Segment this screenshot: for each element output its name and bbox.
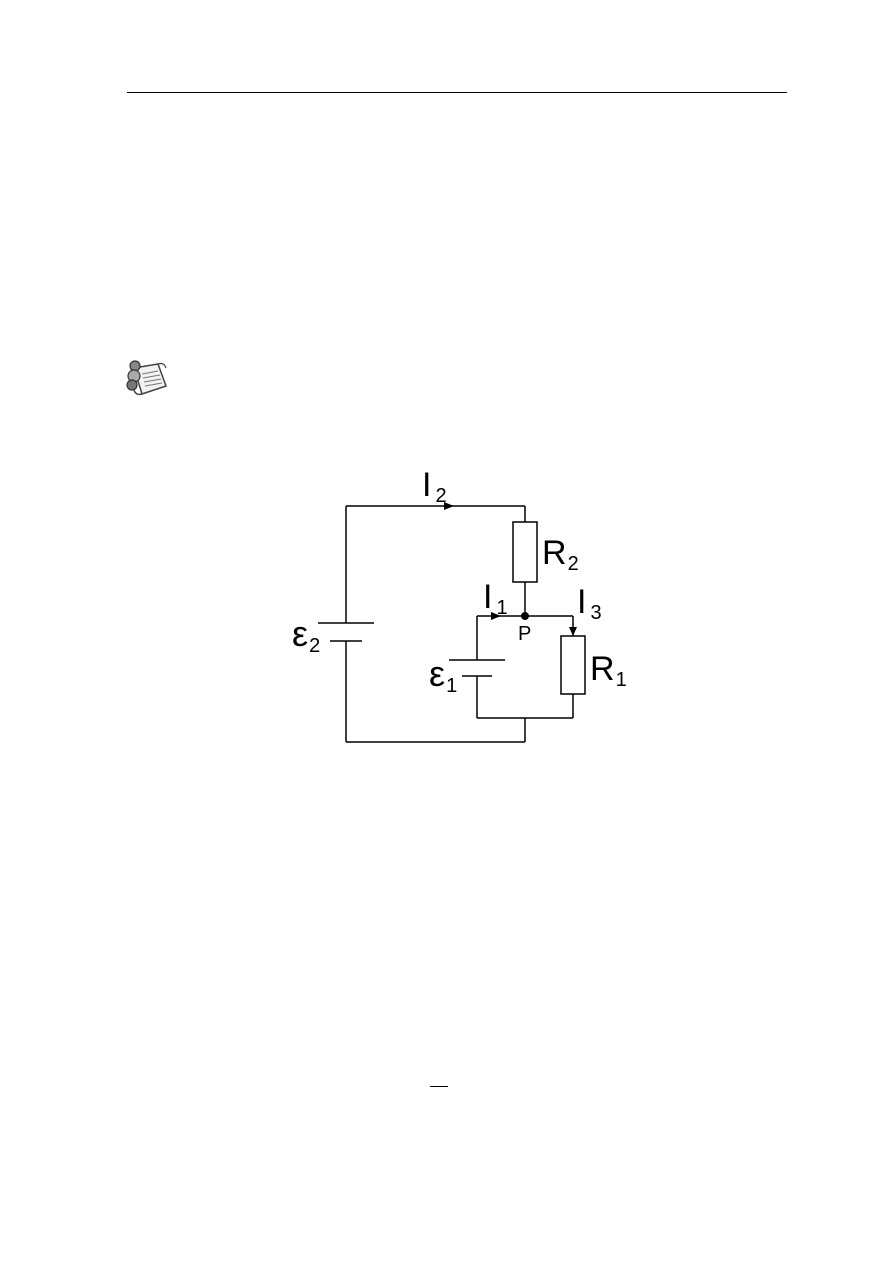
label-eps1: ε1 (429, 653, 457, 697)
label-p: P (518, 623, 531, 645)
node-p (521, 612, 529, 620)
label-eps2: ε2 (292, 613, 320, 657)
arrow-i1 (491, 612, 501, 620)
note-scroll-icon (126, 360, 167, 396)
header-rule (127, 92, 787, 93)
arrow-i2 (444, 502, 454, 510)
resistor-r2 (512, 521, 538, 583)
label-r1: R1 (590, 650, 627, 691)
resistor-r1 (560, 635, 586, 695)
label-r2: R2 (542, 534, 579, 575)
arrow-i3 (569, 627, 577, 636)
fraction-bar (430, 1086, 448, 1087)
